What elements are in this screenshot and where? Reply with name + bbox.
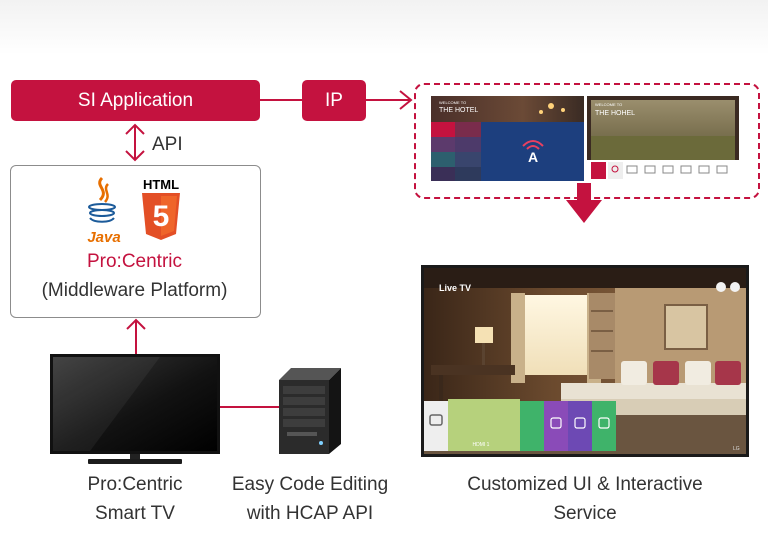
server-image xyxy=(279,368,341,454)
live-tv-title: Live TV xyxy=(439,283,471,293)
hotel-screen-right: WELCOME TO THE HOHEL xyxy=(587,96,739,181)
hotel-room-tv: Live TV HDMI 1 LG xyxy=(421,265,749,457)
lg-badge: LG xyxy=(733,446,740,452)
tv-up-arrow xyxy=(126,318,146,355)
ip-label: IP xyxy=(325,89,343,111)
ip-box: IP xyxy=(302,80,366,121)
left-screen-line2: THE HOTEL xyxy=(439,107,478,114)
si-application-box: SI Application xyxy=(11,80,260,121)
tv-caption-line1: Pro:Centric xyxy=(87,474,183,495)
smart-tv-image xyxy=(50,354,220,464)
si-to-ip-line xyxy=(260,99,302,101)
tv-to-server-line xyxy=(220,406,280,408)
html-version-text: 5 xyxy=(153,200,170,233)
tv-caption-line2: Smart TV xyxy=(95,503,175,524)
server-caption-line2: with HCAP API xyxy=(246,503,374,524)
ui-caption-line1: Customized UI & Interactive xyxy=(467,474,703,495)
ip-arrow xyxy=(366,90,413,110)
java-text: Java xyxy=(87,229,120,246)
middleware-subtitle: (Middleware Platform) xyxy=(41,280,228,301)
hotel-screen-left: WELCOME TO THE HOTEL A xyxy=(431,96,584,181)
ui-caption-line2: Service xyxy=(553,503,617,524)
server-caption-line1: Easy Code Editing xyxy=(231,474,389,495)
api-double-arrow xyxy=(125,123,145,162)
right-screen-line2: THE HOHEL xyxy=(595,110,635,117)
si-application-label: SI Application xyxy=(77,89,194,111)
html5-logo-icon: HTML 5 xyxy=(142,177,180,240)
left-screen-line1: WELCOME TO xyxy=(439,100,466,105)
svg-text:A: A xyxy=(528,149,538,165)
html-text: HTML xyxy=(143,177,179,192)
hdmi-tile-label: HDMI 1 xyxy=(473,442,490,448)
top-band xyxy=(0,0,768,55)
down-arrow xyxy=(566,183,602,223)
middleware-box xyxy=(10,165,261,318)
procentric-brand: Pro:Centric xyxy=(86,251,183,272)
api-label: API xyxy=(152,134,183,155)
right-screen-line1: WELCOME TO xyxy=(595,102,622,107)
java-logo-icon: Java xyxy=(87,176,121,246)
